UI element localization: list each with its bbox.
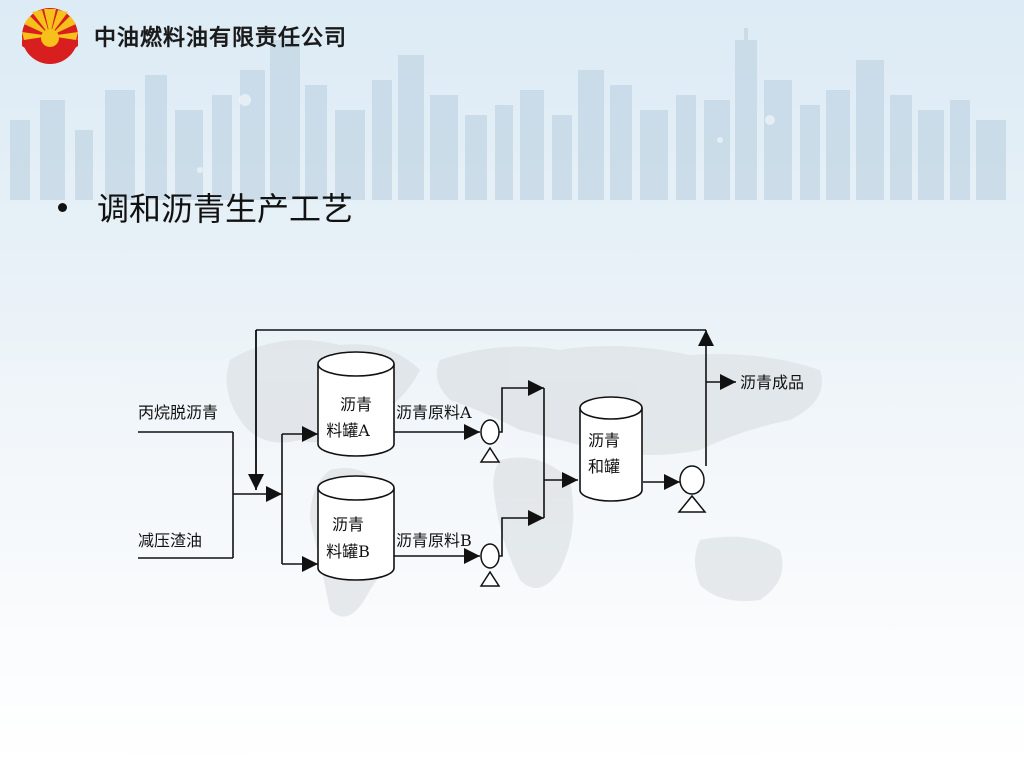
company-logo <box>22 8 78 64</box>
pump-a <box>479 419 501 463</box>
product-label: 沥青成品 <box>740 373 804 392</box>
tank-b-label-line2: 料罐B <box>326 542 370 561</box>
material-b-label: 沥青原料B <box>396 531 472 550</box>
input-label-vacuum: 减压渣油 <box>138 531 202 550</box>
pump-product <box>677 465 707 513</box>
city-skyline-background <box>10 28 1006 200</box>
pump-b <box>479 543 501 587</box>
bullet-dot <box>58 202 67 212</box>
blend-tank-label-line1: 沥青 <box>588 431 620 450</box>
tank-b <box>317 475 395 581</box>
tank-a <box>317 351 395 457</box>
company-name: 中油燃料油有限责任公司 <box>94 26 348 51</box>
tank-a-label-line2: 料罐A <box>326 421 370 440</box>
slide-title: 调和沥青生产工艺 <box>97 190 354 228</box>
input-label-propane: 丙烷脱沥青 <box>138 403 218 422</box>
tank-b-label-line1: 沥青 <box>332 515 364 534</box>
slide-header: 中油燃料油有限责任公司 <box>18 8 347 64</box>
slide-bullet: 调和沥青生产工艺 <box>58 184 353 230</box>
tank-a-label-line1: 沥青 <box>340 395 372 414</box>
material-a-label: 沥青原料A <box>396 403 472 422</box>
blend-tank-label-line2: 和罐 <box>588 457 620 476</box>
blend-tank <box>579 396 643 502</box>
